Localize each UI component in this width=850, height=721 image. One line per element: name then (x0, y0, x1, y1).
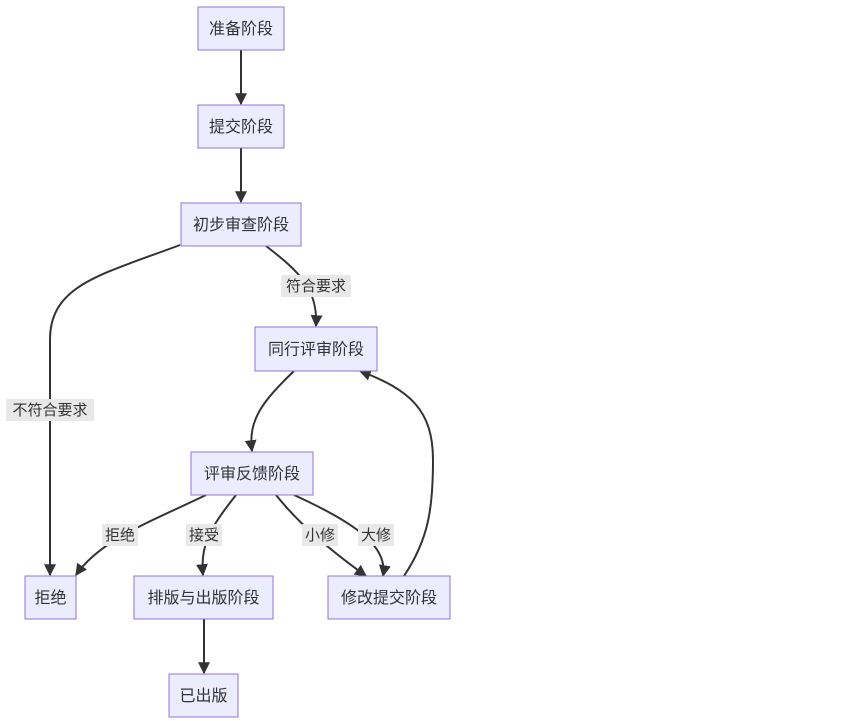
edge-label-major-revision: 大修 (358, 524, 394, 546)
node-revise: 修改提交阶段 (327, 575, 451, 620)
edge-label-reject: 拒绝 (102, 524, 138, 546)
edge-label-meets-requirements: 符合要求 (281, 275, 351, 297)
node-submit: 提交阶段 (197, 104, 285, 149)
edge-initial-review-to-reject (44, 244, 181, 577)
edge-label-text: 拒绝 (105, 526, 135, 544)
edge-label-text: 接受 (189, 526, 219, 544)
node-prep: 准备阶段 (197, 6, 285, 51)
node-label: 提交阶段 (209, 117, 273, 136)
node-label: 已出版 (179, 686, 227, 705)
node-label: 初步审查阶段 (193, 215, 289, 234)
edge-label-not-meets-requirements: 不符合要求 (6, 399, 94, 421)
edge-label-text: 小修 (305, 526, 335, 544)
edge-peer-review-to-feedback (244, 370, 295, 453)
edge-label-minor-revision: 小修 (302, 524, 338, 546)
node-typeset: 排版与出版阶段 (133, 575, 274, 620)
node-peer-review: 同行评审阶段 (254, 326, 378, 372)
node-label: 同行评审阶段 (268, 340, 364, 359)
node-feedback: 评审反馈阶段 (190, 451, 314, 496)
edge-label-text: 不符合要求 (12, 401, 87, 419)
node-label: 修改提交阶段 (341, 588, 437, 607)
node-reject: 拒绝 (24, 575, 77, 620)
node-initial-review: 初步审查阶段 (180, 202, 302, 247)
edge-label-accept: 接受 (186, 524, 222, 546)
node-label: 拒绝 (34, 588, 66, 607)
node-published: 已出版 (168, 673, 239, 718)
node-label: 排版与出版阶段 (147, 588, 259, 607)
node-label: 评审反馈阶段 (204, 464, 300, 483)
node-label: 准备阶段 (209, 19, 273, 38)
edge-revise-to-peer-review (358, 369, 435, 577)
edge-label-text: 大修 (361, 526, 391, 544)
edge-label-text: 符合要求 (286, 277, 346, 295)
